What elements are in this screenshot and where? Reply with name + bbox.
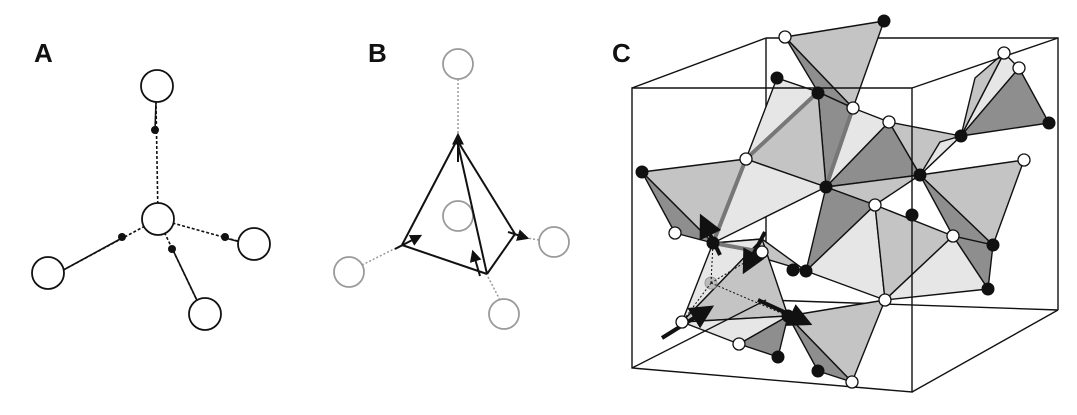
proton-dot (151, 126, 159, 134)
black-atom (906, 209, 918, 221)
white-atom (669, 227, 681, 239)
arrow-bottom-icon (473, 252, 480, 276)
link-bottom (487, 275, 500, 300)
white-atom (756, 246, 768, 258)
inner-atom-center (443, 201, 473, 231)
panel-c-diagram (632, 15, 1058, 392)
black-atom (707, 237, 719, 249)
cube-edge (632, 38, 766, 88)
outer-gray-atoms (334, 49, 569, 329)
white-atom (869, 199, 881, 211)
black-atom (1043, 117, 1055, 129)
panel-a-diagram (32, 70, 270, 330)
black-atom (955, 130, 967, 142)
bond-left-solid (56, 238, 122, 274)
outer-atom-left (334, 257, 364, 287)
black-atom (771, 72, 783, 84)
oxygen-circles (32, 70, 270, 330)
white-atom (998, 47, 1010, 59)
black-atom (982, 283, 994, 295)
proton-dot (118, 233, 126, 241)
black-atom (812, 87, 824, 99)
black-atom (914, 169, 926, 181)
oxygen-atom-center (142, 203, 174, 235)
white-atom (879, 294, 891, 306)
black-atom (636, 166, 648, 178)
oxygen-atom-bottom (189, 298, 221, 330)
edge-bottom-right (487, 234, 515, 274)
bond-top (156, 102, 158, 219)
edge-top-left (402, 140, 457, 245)
white-atom (1013, 62, 1025, 74)
black-atom (820, 181, 832, 193)
cube-edge (912, 310, 1058, 392)
white-atom (846, 376, 858, 388)
outer-dotted-links (362, 79, 539, 300)
proton-dot (168, 245, 176, 253)
black-atom (782, 310, 794, 322)
oxygen-atom-top (141, 70, 173, 102)
oxygen-atom-left (32, 257, 64, 289)
white-atom (676, 316, 688, 328)
white-atom (1018, 154, 1030, 166)
proton-dot (221, 233, 229, 241)
white-atom (883, 116, 895, 128)
outer-atom-right (539, 227, 569, 257)
white-atom (779, 31, 791, 43)
black-atom (800, 265, 812, 277)
black-atom (787, 264, 799, 276)
white-atom (947, 230, 959, 242)
tetrahedra (642, 21, 1049, 382)
black-atom (812, 365, 824, 377)
outer-atom-top (443, 49, 473, 79)
outer-atom-bottom (489, 299, 519, 329)
panel-b-diagram (334, 49, 569, 329)
black-atom (987, 239, 999, 251)
black-atom (772, 351, 784, 363)
white-atom (740, 153, 752, 165)
oxygen-atom-right (238, 228, 270, 260)
white-atom (847, 102, 859, 114)
black-atom (878, 15, 890, 27)
white-atom (733, 338, 745, 350)
bond-top-solid (155, 102, 156, 130)
